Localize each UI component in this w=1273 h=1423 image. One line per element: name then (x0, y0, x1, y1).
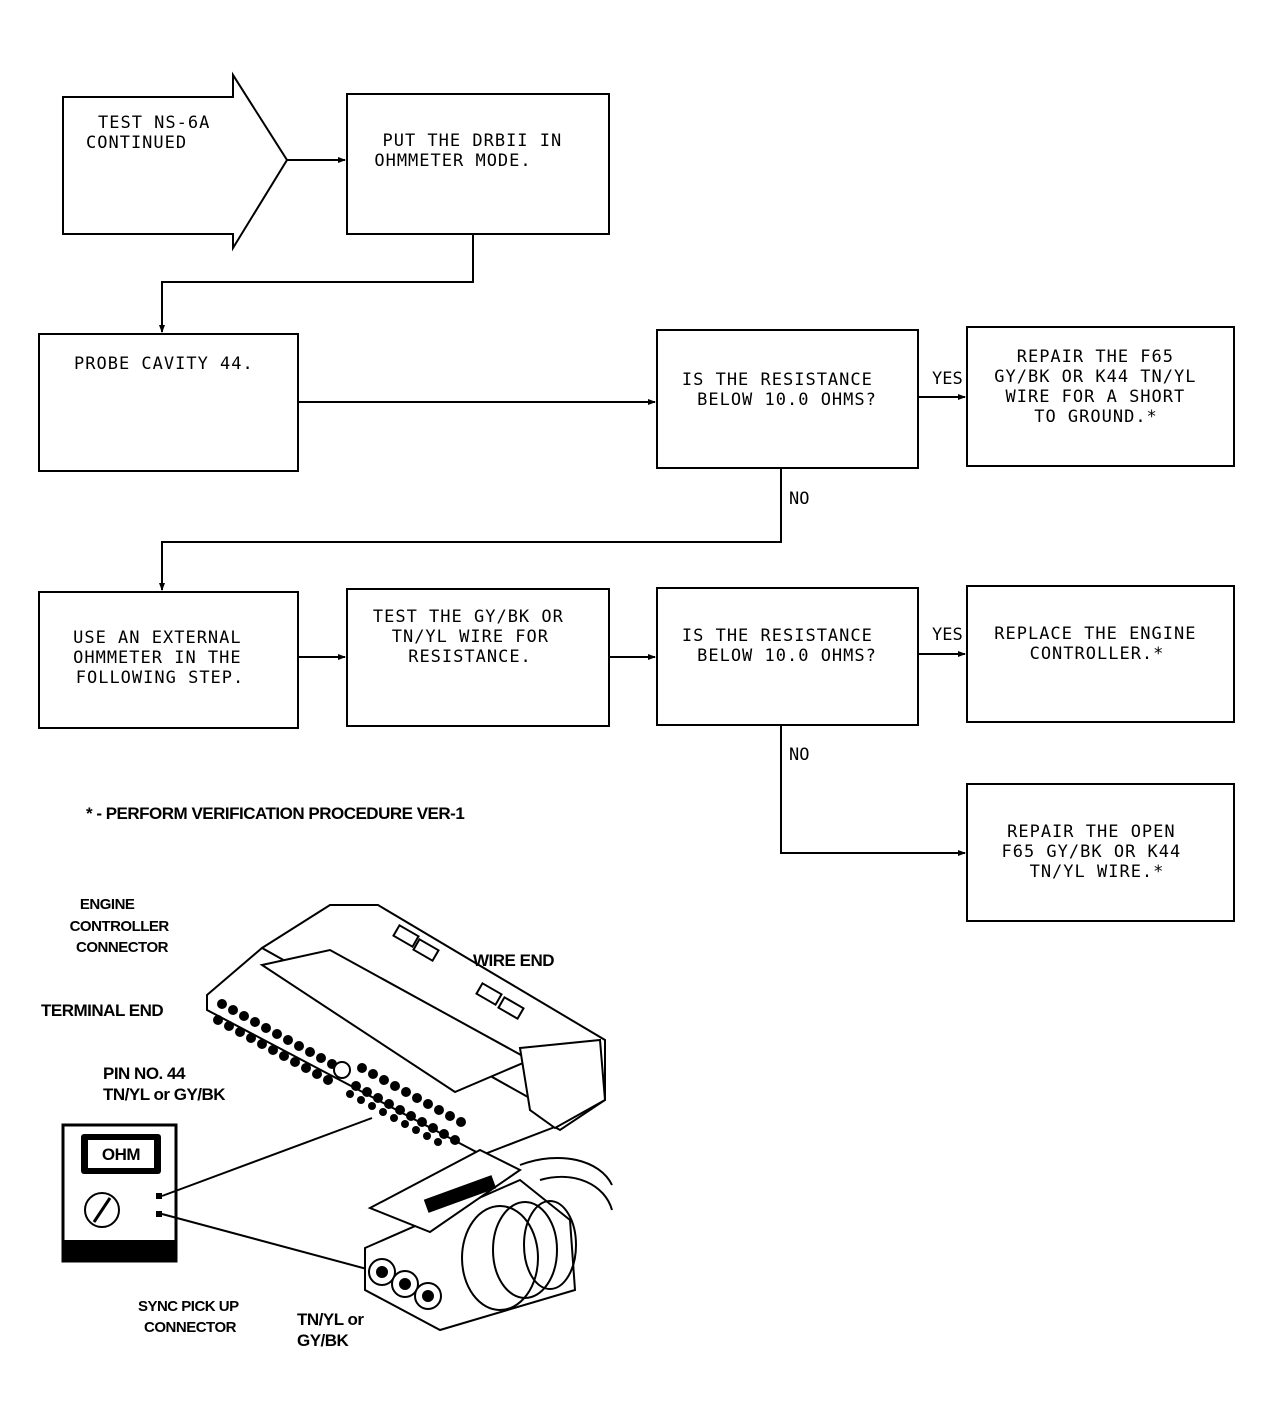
result-replace-line-1: REPLACE THE ENGINE (994, 624, 1196, 644)
result-open-line-1: REPAIR THE OPEN (1007, 822, 1176, 842)
decision-2-text: IS THE RESISTANCE BELOW 10.0 OHMS? (682, 626, 884, 666)
step-external-line-2: OHMMETER IN THE (73, 648, 242, 668)
start-line-1: TEST NS-6A (98, 113, 210, 133)
step-external-line-1: USE AN EXTERNAL (73, 628, 242, 648)
engine-controller-label-line-1: ENGINE (80, 896, 135, 913)
step-external-line-3: FOLLOWING STEP. (76, 668, 245, 688)
connector-key-circle (333, 1061, 351, 1079)
start-line-2: CONTINUED (86, 133, 187, 153)
connector-drb-to-probe (159, 234, 474, 333)
engine-controller-label-line-2: CONTROLLER (70, 918, 170, 935)
step-probe-line-1: PROBE CAVITY 44. (74, 354, 254, 374)
sync-wire-label-line-2: GY/BK (297, 1331, 350, 1350)
connector-pin-rows (213, 999, 466, 1146)
start-arrow-shape (62, 71, 289, 252)
result-open-line-2: F65 GY/BK OR K44 (1001, 842, 1181, 862)
result-open-box (966, 783, 1235, 922)
step-test-wire-line-2: TN/YL WIRE FOR (392, 627, 549, 647)
sync-pickup-label-line-1: SYNC PICK UP (138, 1298, 239, 1315)
pin-44-label-line-2: TN/YL or GY/BK (103, 1085, 226, 1104)
decision-1-no-label: NO (789, 489, 809, 509)
wire-end-label: WIRE END (473, 951, 554, 970)
result-replace-text: REPLACE THE ENGINE CONTROLLER.* (994, 624, 1207, 664)
sync-pickup-connector-label: SYNC PICK UP CONNECTOR (138, 1298, 242, 1336)
step-test-wire-line-3: RESISTANCE. (408, 647, 532, 667)
result-short-box (966, 326, 1235, 467)
step-external-box (38, 591, 299, 729)
result-replace-line-2: CONTROLLER.* (1030, 644, 1165, 664)
decision-1-line-1: IS THE RESISTANCE (682, 370, 873, 390)
sync-wire-color-label: TN/YL or GY/BK (297, 1310, 368, 1350)
sync-pickup-connector-drawing (364, 1148, 613, 1332)
decision-1-yes-label: YES (932, 369, 963, 389)
step-test-wire-text: TEST THE GY/BK OR TN/YL WIRE FOR RESISTA… (373, 607, 575, 667)
engine-controller-connector-label: ENGINE CONTROLLER CONNECTOR (70, 896, 173, 956)
result-replace-box (966, 585, 1235, 723)
step-external-text: USE AN EXTERNAL OHMMETER IN THE FOLLOWIN… (73, 628, 253, 688)
pin-44-label: PIN NO. 44 TN/YL or GY/BK (103, 1064, 226, 1104)
result-short-line-4: TO GROUND.* (1034, 407, 1158, 427)
terminal-end-label: TERMINAL END (41, 1001, 163, 1020)
decision-2-box (656, 587, 919, 726)
step-test-wire-line-1: TEST THE GY/BK OR (373, 607, 564, 627)
result-short-line-3: WIRE FOR A SHORT (1005, 387, 1185, 407)
meter-lead-to-sync (161, 1213, 379, 1273)
ohmmeter-display: OHM (102, 1145, 141, 1164)
footnote-verification: * - PERFORM VERIFICATION PROCEDURE VER-1 (86, 804, 464, 823)
decision-1-box (656, 329, 919, 469)
ohmmeter-display-window (88, 1140, 154, 1168)
decision-2-no-label: NO (789, 745, 809, 765)
step-drb-box (346, 93, 610, 235)
step-drb-text: PUT THE DRBII IN OHMMETER MODE. (374, 131, 573, 171)
start-text: TEST NS-6A CONTINUED (86, 113, 222, 153)
step-drb-line-2: OHMMETER MODE. (374, 151, 531, 171)
decision-2-yes-label: YES (932, 625, 963, 645)
meter-lead-to-pin44 (161, 1117, 373, 1197)
engine-controller-connector-drawing (206, 904, 607, 1157)
decision-1-text: IS THE RESISTANCE BELOW 10.0 OHMS? (682, 370, 884, 410)
result-short-text: REPAIR THE F65 GY/BK OR K44 TN/YL WIRE F… (994, 347, 1207, 427)
engine-controller-label-line-3: CONNECTOR (76, 939, 169, 956)
decision-2-line-1: IS THE RESISTANCE (682, 626, 873, 646)
connector-decision2-no (780, 725, 966, 856)
sync-pickup-label-line-2: CONNECTOR (144, 1319, 237, 1336)
result-open-text: REPAIR THE OPEN F65 GY/BK OR K44 TN/YL W… (1001, 822, 1192, 882)
result-short-line-2: GY/BK OR K44 TN/YL (994, 367, 1196, 387)
connector-decision1-no (159, 468, 782, 591)
decision-1-line-2: BELOW 10.0 OHMS? (697, 390, 877, 410)
sync-wire-label-line-1: TN/YL or (297, 1310, 364, 1329)
result-open-line-3: TN/YL WIRE.* (1030, 862, 1165, 882)
result-short-line-1: REPAIR THE F65 (1017, 347, 1174, 367)
step-drb-line-1: PUT THE DRBII IN (382, 131, 562, 151)
pin-44-label-line-1: PIN NO. 44 (103, 1064, 186, 1083)
step-probe-text: PROBE CAVITY 44. (74, 354, 254, 374)
decision-2-line-2: BELOW 10.0 OHMS? (697, 646, 877, 666)
